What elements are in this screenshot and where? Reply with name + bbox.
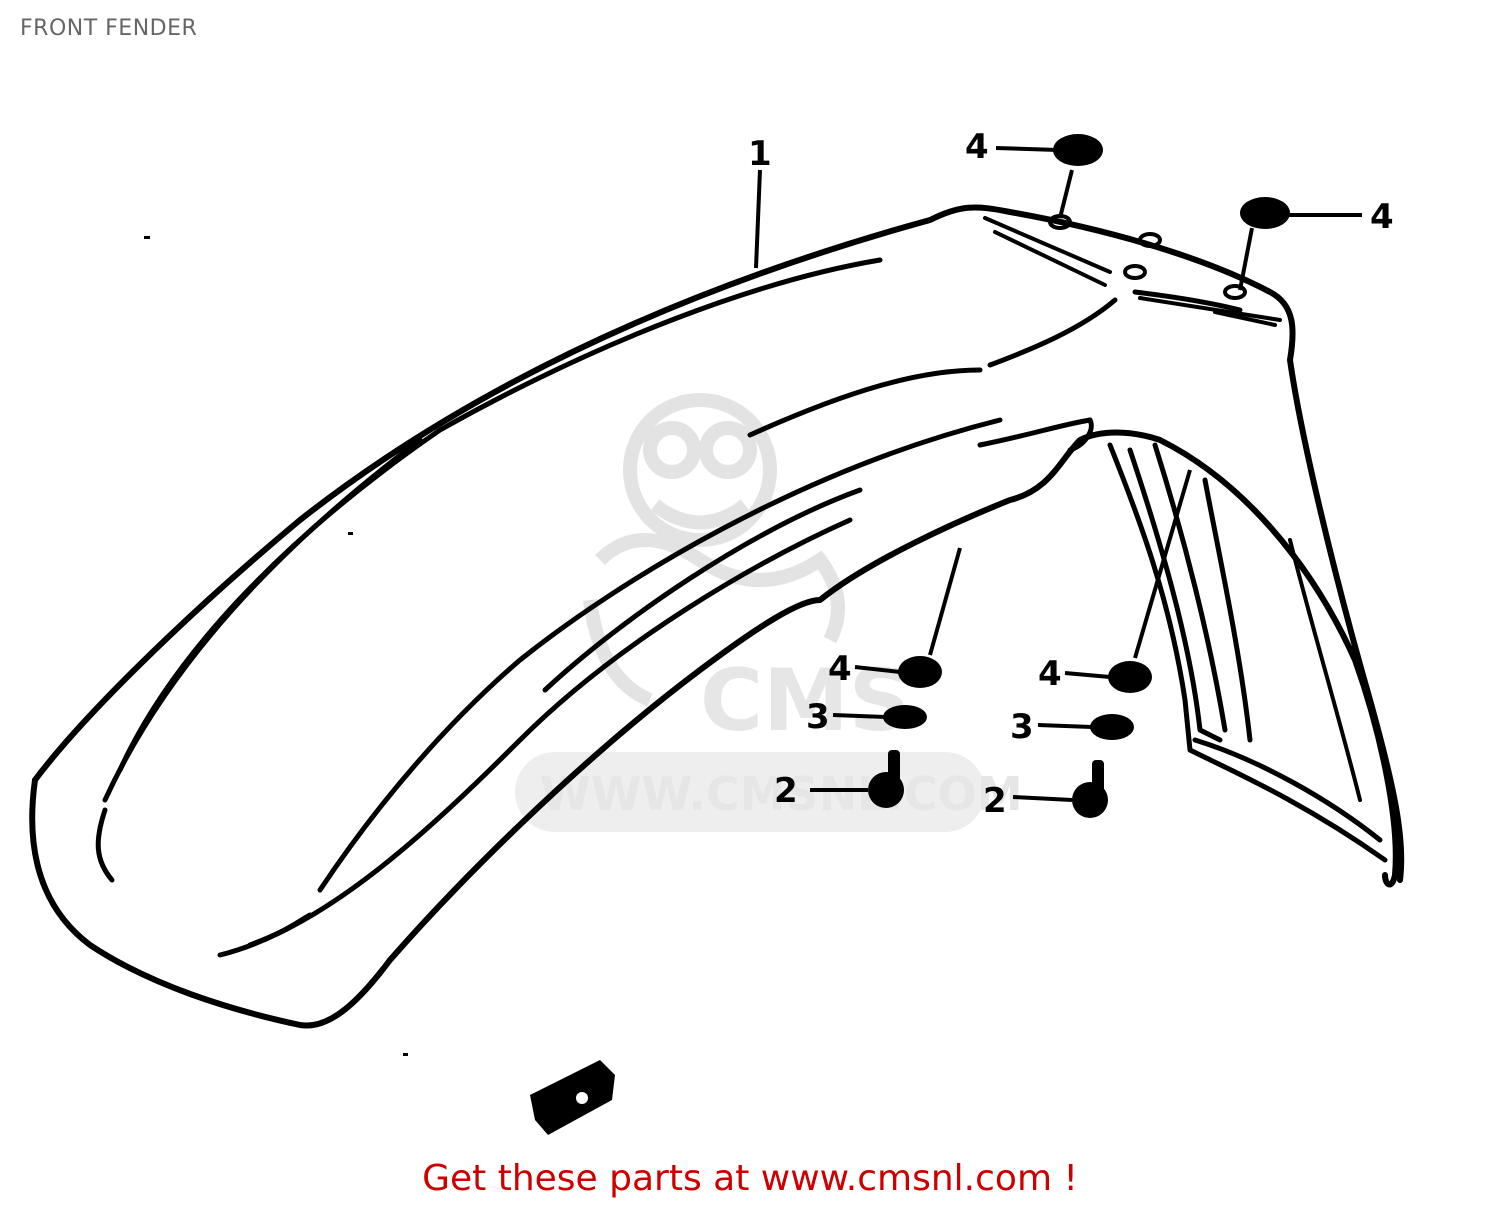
nut-icon [1240, 197, 1290, 229]
callout-labels: 1 4 4 4 3 2 4 3 2 [748, 127, 1394, 821]
fender-clip-part [530, 1060, 615, 1135]
watermark-url: WWW.CMSNL.COM [540, 767, 1023, 821]
washer-icon [1090, 714, 1134, 740]
callout-3-mid-right: 3 [1010, 707, 1034, 747]
footer-parts-link[interactable]: Get these parts at www.cmsnl.com ! [422, 1158, 1078, 1199]
front-fender-part [29, 204, 1405, 1029]
callout-2-mid-left: 2 [774, 771, 798, 811]
watermark: CMS WWW.CMSNL.COM [515, 393, 1023, 832]
callout-2-mid-right: 2 [983, 781, 1007, 821]
nut-icon [1108, 661, 1152, 693]
callout-1: 1 [748, 134, 772, 174]
fasteners [868, 134, 1290, 818]
nut-icon [1053, 134, 1103, 166]
callout-3-mid-left: 3 [806, 697, 830, 737]
nut-icon [898, 656, 942, 688]
callout-4-mid-right: 4 [1038, 654, 1062, 694]
page-title: FRONT FENDER [20, 16, 198, 41]
washer-icon [883, 705, 927, 729]
callout-4-top: 4 [965, 127, 989, 167]
callout-4-top-right: 4 [1370, 197, 1394, 237]
callout-4-mid-left: 4 [828, 649, 852, 689]
leader-lines [754, 146, 1362, 802]
scan-specks [144, 236, 408, 1056]
